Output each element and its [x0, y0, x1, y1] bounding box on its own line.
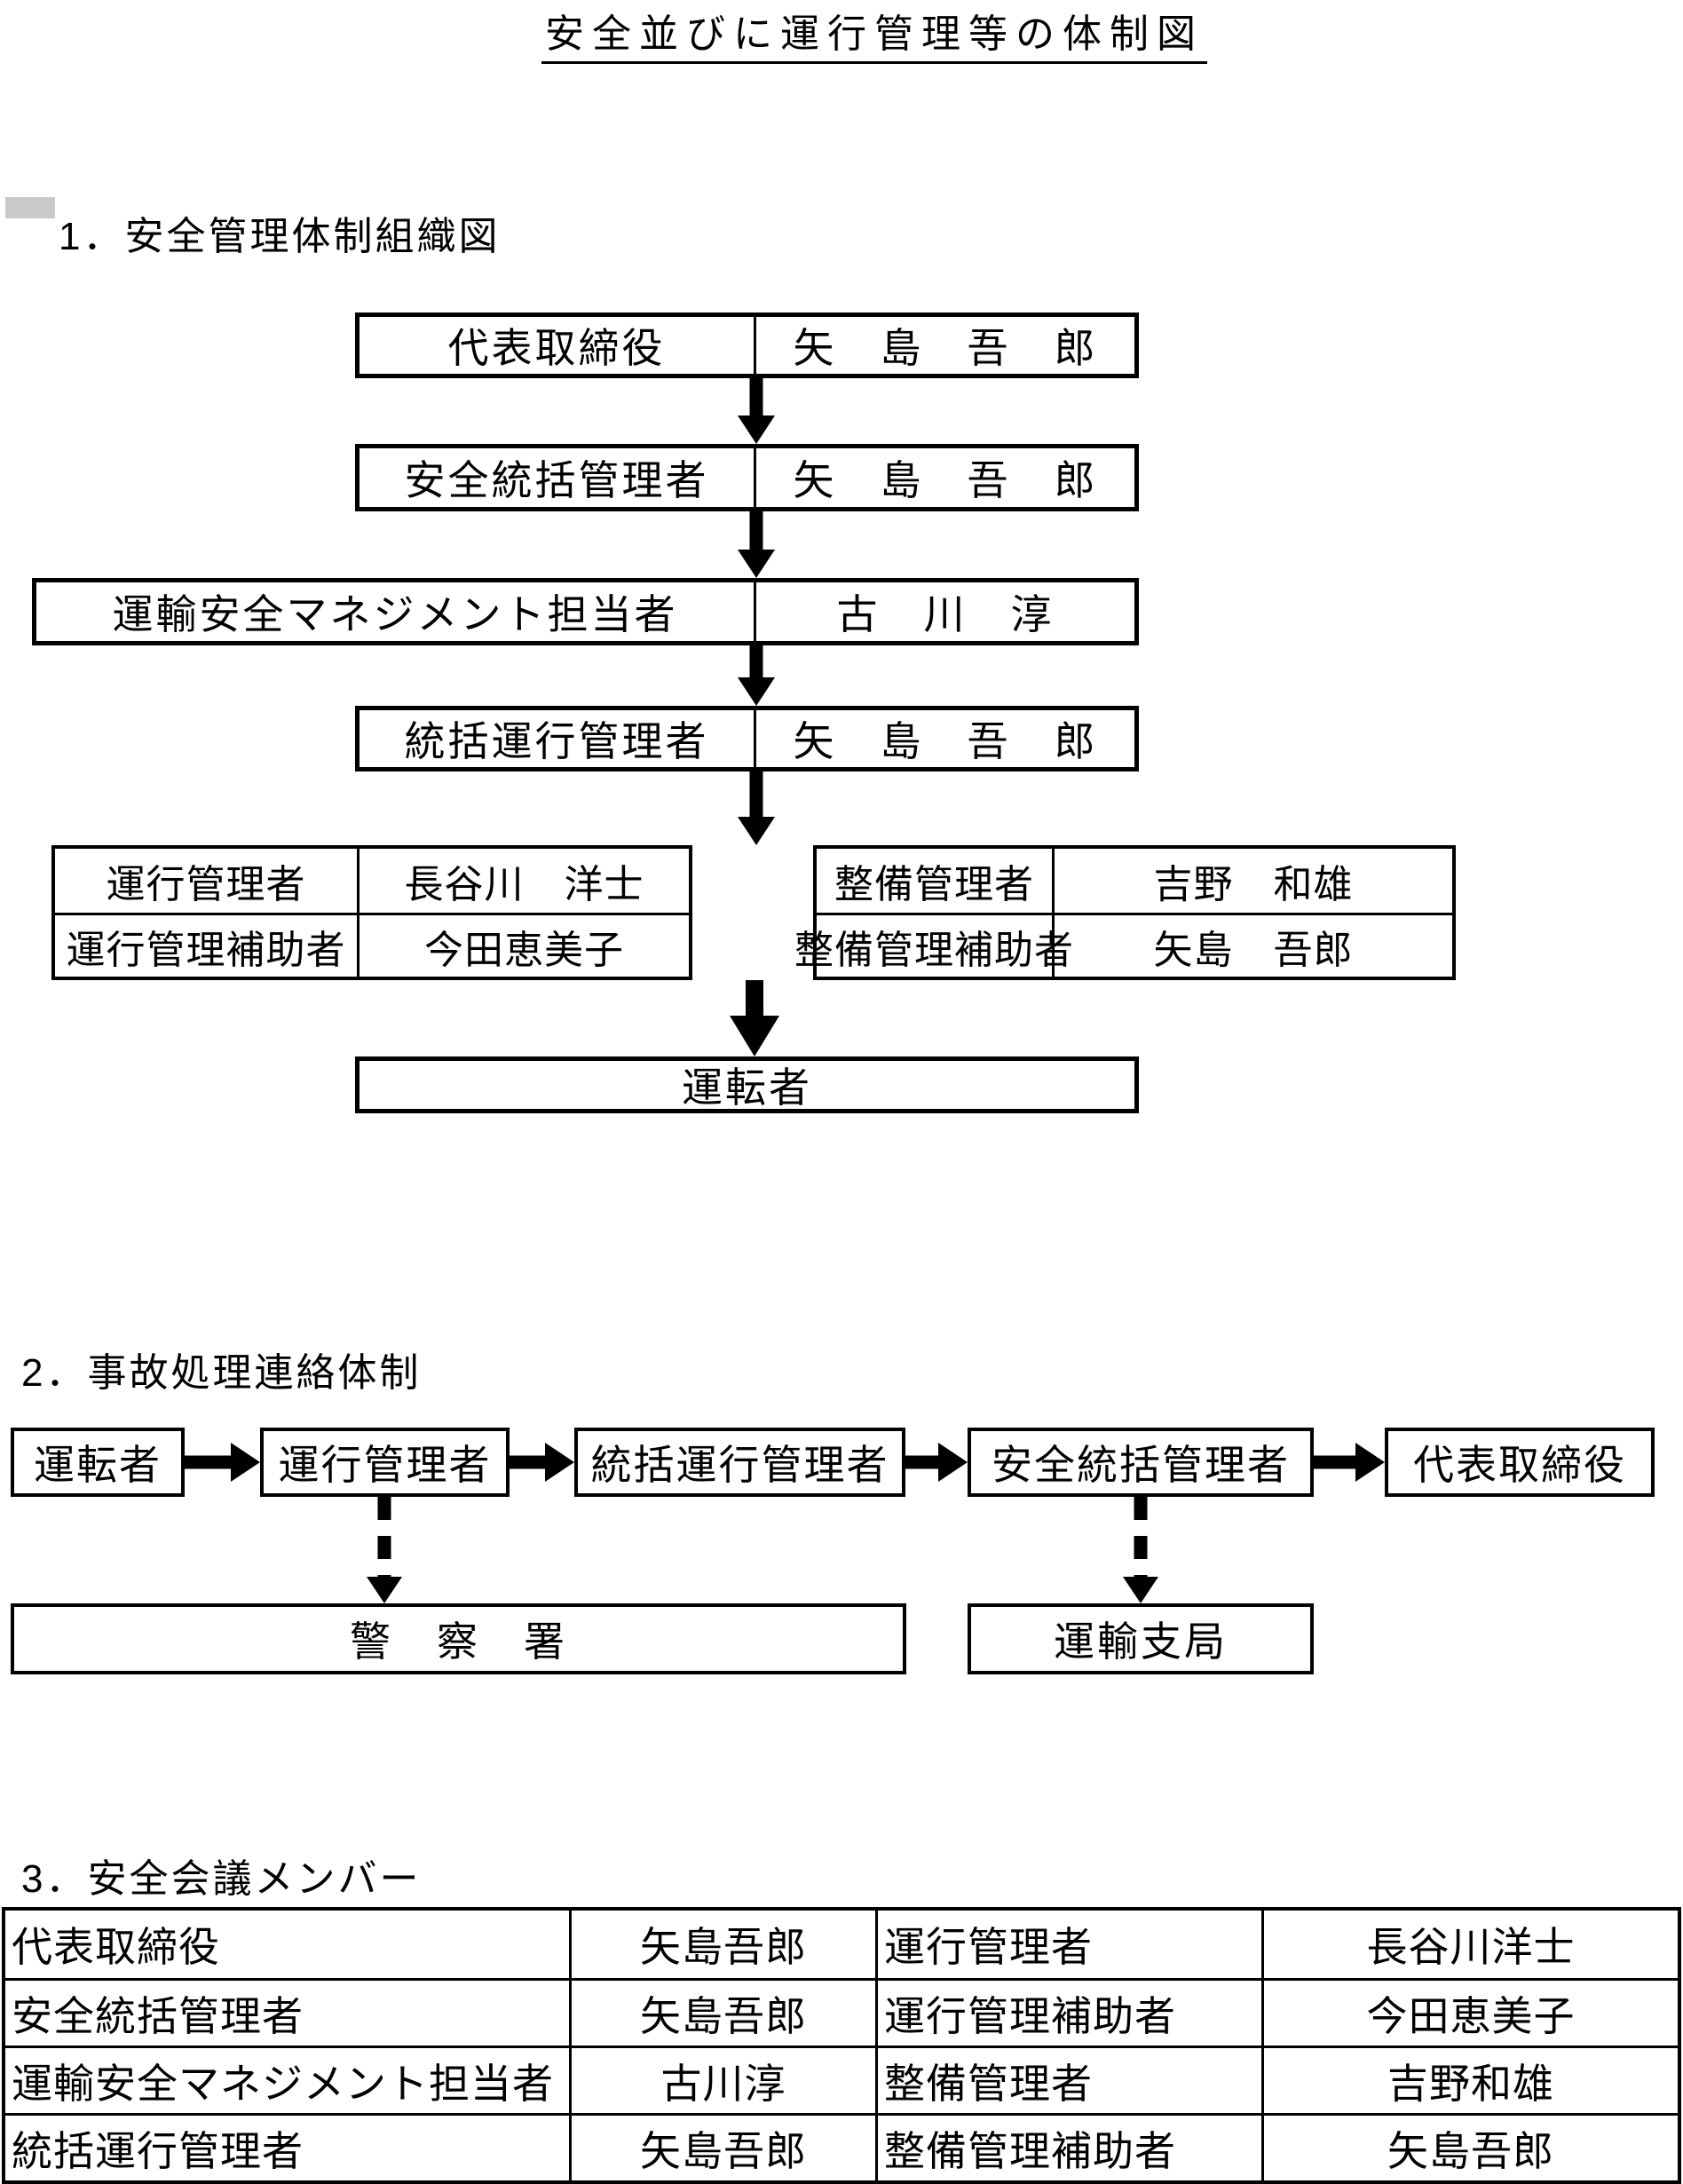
member-role-cell: 代表取締役 — [5, 1911, 572, 1978]
operation-assistant-role: 運行管理補助者 — [55, 913, 360, 977]
right-arrow-icon — [905, 1428, 968, 1497]
stray-gray-mark — [5, 197, 55, 218]
member-role-cell: 運行管理補助者 — [878, 1978, 1264, 2046]
org-box-chief-operation-manager-name: 矢 島 吾 郎 — [793, 718, 1098, 764]
police-station-box: 警 察 署 — [11, 1603, 906, 1674]
operation-managers-table: 運行管理者 長谷川 洋士 運行管理補助者 今田恵美子 — [51, 845, 692, 980]
safety-meeting-members-table: 代表取締役 矢島吾郎 運行管理者 長谷川洋士 安全統括管理者 矢島吾郎 運行管理… — [2, 1907, 1681, 2184]
org-box-transport-safety-officer-name: 古 川 淳 — [836, 591, 1055, 637]
operation-manager-role: 運行管理者 — [55, 849, 360, 913]
maintenance-managers-table: 整備管理者 吉野 和雄 整備管理補助者 矢島 吾郎 — [794, 845, 1456, 980]
org-box-president-role: 代表取締役 — [360, 317, 756, 374]
member-role-cell: 整備管理者 — [878, 2046, 1264, 2113]
right-arrow-icon — [1314, 1428, 1385, 1497]
member-name-cell: 今田恵美子 — [1264, 1978, 1678, 2046]
org-box-transport-safety-officer: 運輸安全マネジメント担当者 古 川 淳 — [32, 578, 1139, 645]
flow-box-president: 代表取締役 — [1385, 1428, 1655, 1497]
org-box-chief-operation-manager-role: 統括運行管理者 — [360, 710, 756, 767]
down-arrow-icon — [731, 772, 781, 845]
member-name-cell: 矢島吾郎 — [572, 1978, 878, 2046]
member-name-cell: 古川淳 — [572, 2046, 878, 2113]
flow-box-chief-operation-manager: 統括運行管理者 — [574, 1428, 905, 1497]
maintenance-assistant-name: 矢島 吾郎 — [1055, 913, 1452, 977]
org-box-safety-general-manager-role: 安全統括管理者 — [360, 448, 756, 507]
member-name-cell: 長谷川洋士 — [1366, 1924, 1576, 1970]
member-role-cell: 統括運行管理者 — [5, 2113, 572, 2180]
member-role-cell: 安全統括管理者 — [5, 1978, 572, 2046]
org-box-chief-operation-manager: 統括運行管理者 矢 島 吾 郎 — [355, 706, 1139, 772]
maintenance-assistant-role: 整備管理補助者 — [794, 913, 1073, 977]
down-arrow-icon — [731, 378, 781, 444]
dashed-down-arrow-icon — [1116, 1497, 1165, 1603]
operation-manager-name: 長谷川 洋士 — [404, 863, 644, 906]
org-box-safety-general-manager: 安全統括管理者 矢 島 吾 郎 — [355, 444, 1139, 511]
section3-heading: 3．安全会議メンバー — [21, 1857, 422, 1901]
driver-box: 運転者 — [355, 1056, 1139, 1113]
member-name-cell: 矢島吾郎 — [1264, 2113, 1678, 2180]
org-box-president: 代表取締役 矢 島 吾 郎 — [355, 313, 1139, 378]
member-role-cell: 整備管理補助者 — [878, 2113, 1264, 2180]
section2-heading: 2．事故処理連絡体制 — [21, 1351, 422, 1395]
flow-box-operation-manager: 運行管理者 — [260, 1428, 510, 1497]
document-title: 安全並びに運行管理等の体制図 — [541, 2, 1207, 64]
down-arrow-icon — [731, 511, 781, 578]
org-box-president-name: 矢 島 吾 郎 — [793, 325, 1098, 371]
flow-box-safety-general-manager: 安全統括管理者 — [968, 1428, 1314, 1497]
section1-heading: 1．安全管理体制組織図 — [59, 215, 501, 258]
maintenance-manager-role: 整備管理者 — [817, 849, 1055, 913]
dashed-down-arrow-icon — [360, 1497, 409, 1603]
right-arrow-icon — [510, 1428, 574, 1497]
member-role-cell: 運輸安全マネジメント担当者 — [5, 2046, 572, 2113]
org-box-safety-general-manager-name: 矢 島 吾 郎 — [793, 457, 1098, 503]
transport-bureau-box: 運輸支局 — [968, 1603, 1314, 1674]
member-name-cell: 矢島吾郎 — [572, 2113, 878, 2180]
org-box-transport-safety-officer-role: 運輸安全マネジメント担当者 — [36, 582, 756, 641]
member-name-cell: 吉野和雄 — [1264, 2046, 1678, 2113]
operation-assistant-name: 今田恵美子 — [360, 913, 689, 977]
member-role-cell: 運行管理者 — [878, 1911, 1264, 1978]
member-name-cell: 矢島吾郎 — [572, 1911, 878, 1978]
big-down-arrow-icon — [723, 980, 786, 1056]
right-arrow-icon — [185, 1428, 260, 1497]
flow-box-driver: 運転者 — [11, 1428, 185, 1497]
maintenance-manager-name: 吉野 和雄 — [1153, 863, 1354, 906]
down-arrow-icon — [731, 645, 781, 706]
